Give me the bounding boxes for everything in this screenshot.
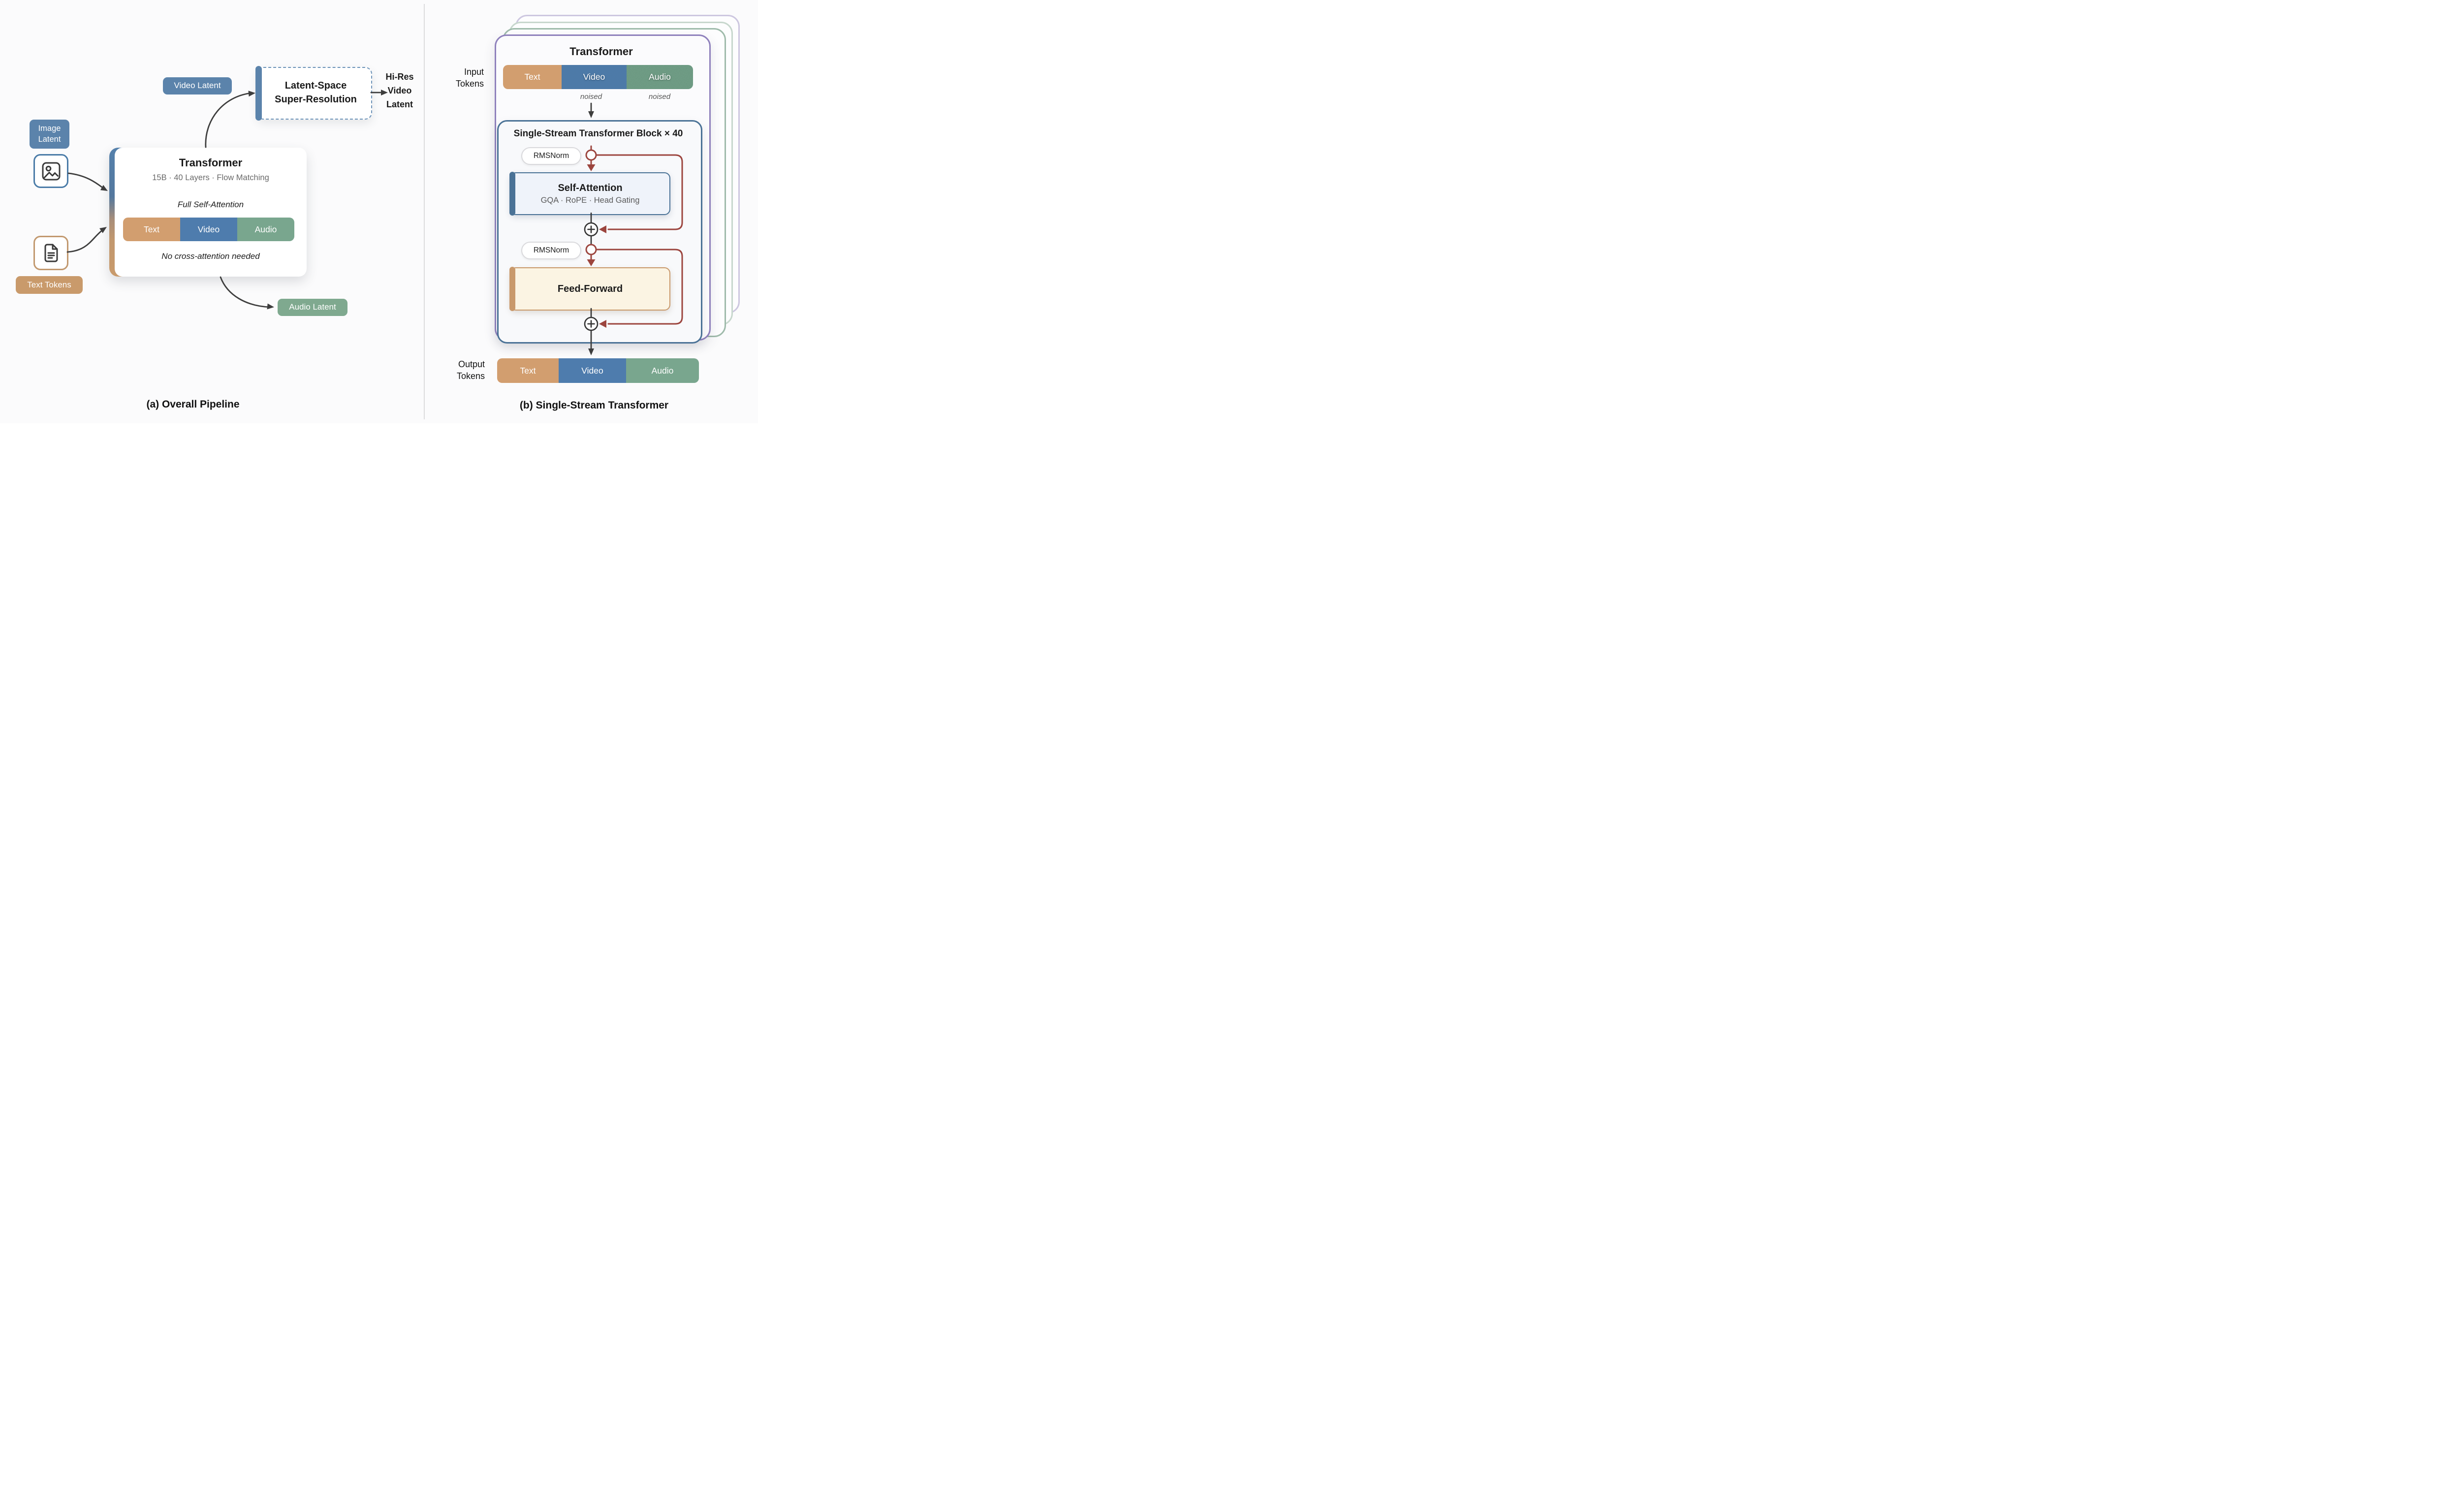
output-label-line1: Output <box>458 359 485 369</box>
feed-forward-box: Feed-Forward <box>509 267 670 311</box>
image-latent-line2: Latent <box>38 134 61 144</box>
image-latent-line1: Image <box>38 124 61 133</box>
arrowhead-doc-to-card <box>99 227 107 233</box>
audio-latent-pill: Audio Latent <box>278 299 347 316</box>
input-label-line2: Tokens <box>455 79 484 89</box>
pipeline-transformer-card: Transformer 15B · 40 Layers · Flow Match… <box>109 148 307 277</box>
video-latent-label: Video Latent <box>174 81 221 91</box>
super-resolution-title: Latent-Space Super-Resolution <box>260 79 371 106</box>
image-latent-pill: Image Latent <box>30 120 69 149</box>
input-token-video-noised: Video <box>562 65 627 89</box>
self-attention-box: Self-Attention GQA · RoPE · Head Gating <box>509 172 670 216</box>
input-tokens-label: Input Tokens <box>432 66 484 90</box>
feed-forward-accent-bar <box>509 267 515 311</box>
image-icon-box <box>33 154 68 188</box>
hires-video-latent-label: Hi-Res Video Latent <box>380 70 419 111</box>
pipeline-card-subtitle: 15B · 40 Layers · Flow Matching <box>152 173 269 182</box>
arrow-card-to-audio <box>220 276 271 308</box>
arrow-image-to-card <box>67 172 105 190</box>
text-tokens-label: Text Tokens <box>27 280 71 289</box>
output-token-bar: Text Video Audio <box>497 358 699 383</box>
arrowhead-card-to-audio <box>267 303 274 310</box>
output-token-text: Text <box>497 358 559 383</box>
arrowhead-block-to-output <box>588 348 594 355</box>
super-resolution-accent-bar <box>255 66 262 121</box>
arrow-doc-to-card <box>66 228 104 253</box>
text-tokens-pill: Text Tokens <box>16 276 83 294</box>
arrow-card-to-sr <box>205 92 252 148</box>
self-attention-subtitle: GQA · RoPE · Head Gating <box>540 195 640 205</box>
output-token-video: Video <box>559 358 626 383</box>
hires-line2: Video <box>387 86 412 95</box>
pipeline-token-text: Text <box>123 218 180 241</box>
pipeline-token-audio: Audio <box>237 218 294 241</box>
super-resolution-box: Latent-Space Super-Resolution <box>255 66 372 121</box>
figure-canvas: Image Latent Text Tokens Transformer 15B… <box>0 0 758 423</box>
pipeline-token-bar: Text Video Audio <box>123 218 294 241</box>
noised-label-video: noised <box>580 93 602 101</box>
input-token-bar: Text Video Audio <box>503 65 693 89</box>
transformer-b-title: Transformer <box>569 45 633 58</box>
noised-label-audio: noised <box>648 93 671 101</box>
output-label-line2: Tokens <box>456 371 485 381</box>
panel-divider <box>424 4 425 419</box>
video-noise-texture <box>562 65 627 89</box>
input-token-text: Text <box>503 65 562 89</box>
hires-line1: Hi-Res <box>385 72 414 82</box>
rmsnorm-pill-1: RMSNorm <box>521 147 581 165</box>
pipeline-card-note-top: Full Self-Attention <box>177 200 244 209</box>
self-attention-title: Self-Attention <box>558 182 623 193</box>
block-title: Single-Stream Transformer Block × 40 <box>513 128 683 139</box>
output-tokens-label: Output Tokens <box>433 358 485 382</box>
pipeline-transformer-card-body: Transformer 15B · 40 Layers · Flow Match… <box>115 148 307 277</box>
hires-line3: Latent <box>386 99 413 109</box>
input-token-audio-noised: Audio <box>627 65 693 89</box>
sr-line1: Latent-Space <box>284 80 347 91</box>
arrowhead-image-to-card <box>100 185 108 191</box>
sr-line2: Super-Resolution <box>275 94 357 105</box>
image-icon <box>42 162 60 180</box>
caption-panel-a: (a) Overall Pipeline <box>146 399 240 410</box>
pipeline-card-note-bottom: No cross-attention needed <box>161 252 260 261</box>
self-attention-accent-bar <box>509 172 515 216</box>
arrowhead-card-to-sr <box>248 91 255 97</box>
feed-forward-title: Feed-Forward <box>557 283 623 294</box>
pipeline-token-video: Video <box>180 218 237 241</box>
caption-panel-b: (b) Single-Stream Transformer <box>519 400 669 411</box>
text-tokens-icon-box <box>33 236 68 270</box>
video-latent-pill: Video Latent <box>163 77 232 94</box>
pipeline-card-title: Transformer <box>179 157 243 169</box>
input-label-line1: Input <box>464 67 484 77</box>
rmsnorm-pill-2: RMSNorm <box>521 242 581 259</box>
output-token-audio: Audio <box>626 358 699 383</box>
audio-noise-texture <box>627 65 693 89</box>
audio-latent-label: Audio Latent <box>289 302 336 312</box>
document-icon <box>44 244 58 262</box>
